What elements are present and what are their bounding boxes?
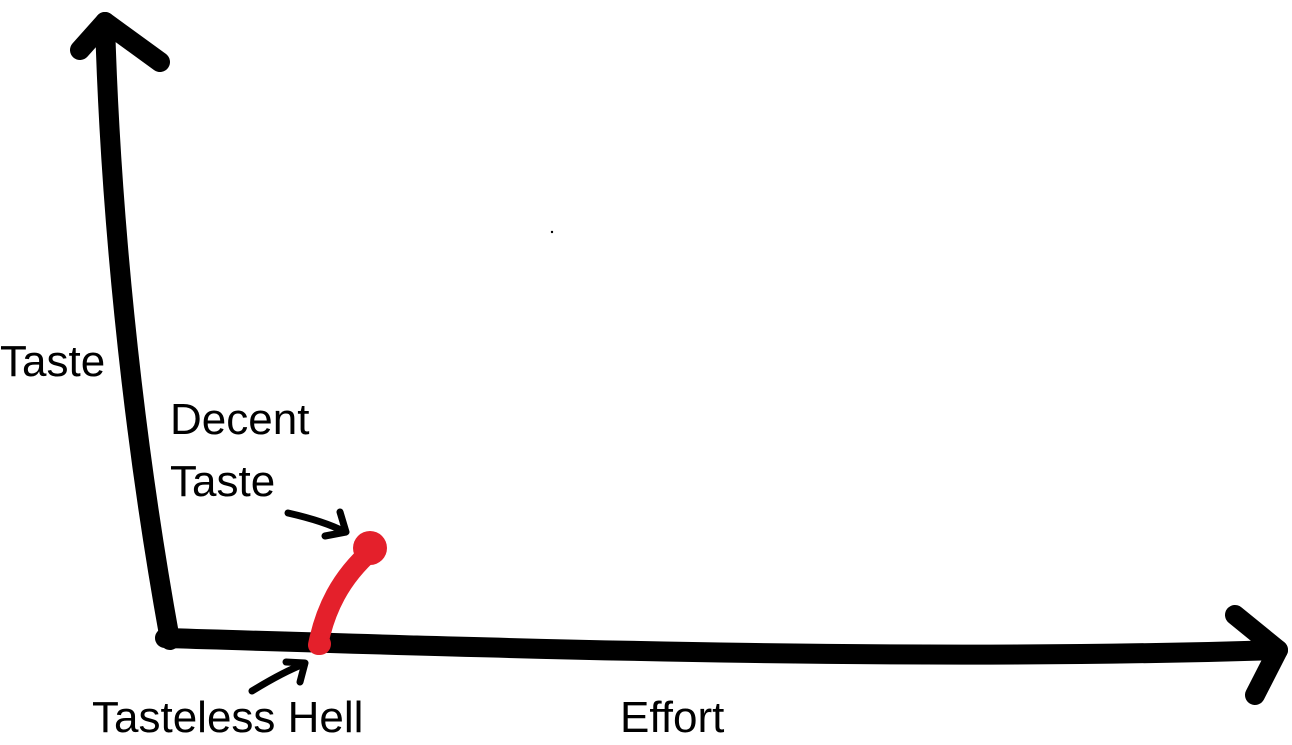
decent-taste-label-line1: Decent — [170, 395, 310, 444]
tasteless-hell-label: Tasteless Hell — [92, 693, 364, 742]
decent-taste-point — [353, 531, 387, 565]
tasteless-hell-point — [309, 633, 331, 655]
stray-dot — [550, 230, 554, 234]
y-axis-label: Taste — [0, 337, 106, 386]
tasteless-hell-pointer-arrowhead — [282, 658, 309, 686]
x-axis-line — [155, 628, 1288, 665]
tasteless-hell-pointer-arrow — [248, 660, 308, 695]
decent-taste-pointer-arrow — [284, 509, 349, 536]
y-axis-arrowhead — [70, 12, 170, 72]
decent-taste-label-line2: Taste — [170, 457, 276, 506]
y-axis-line — [95, 12, 180, 650]
x-axis-arrowhead — [1225, 605, 1288, 705]
decent-taste-pointer-arrowhead — [321, 508, 350, 540]
taste-curve — [308, 540, 382, 655]
x-axis-label: Effort — [620, 693, 725, 742]
